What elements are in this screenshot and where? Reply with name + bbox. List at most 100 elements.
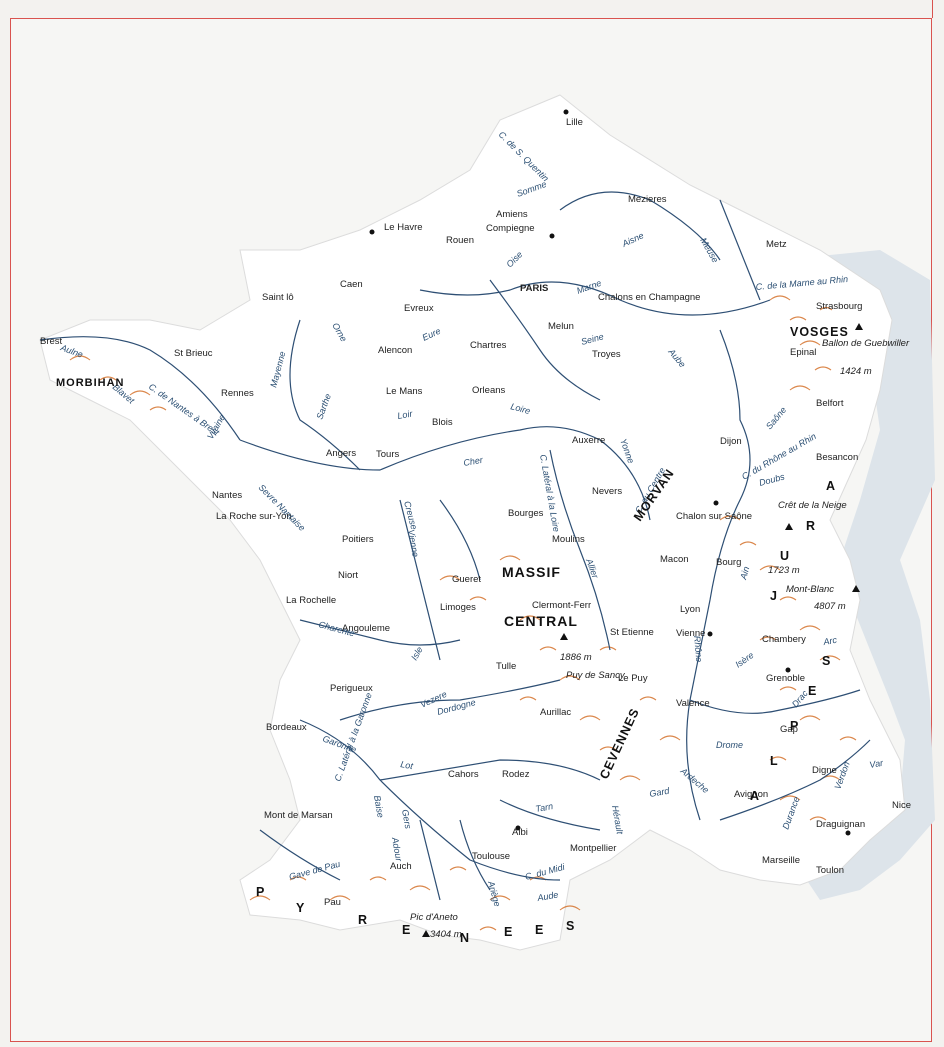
sea-area <box>780 250 935 900</box>
city-label: Saint lô <box>262 292 294 303</box>
region-label: E <box>504 925 513 939</box>
city-label: Bourges <box>508 508 544 519</box>
city-label: Le Havre <box>384 222 423 233</box>
city-label: Grenoble <box>766 673 805 684</box>
city-label: Orleans <box>472 385 506 396</box>
region-label: R <box>358 913 368 927</box>
region-label: CENTRAL <box>504 613 578 629</box>
peak-label: 1723 m <box>768 565 800 576</box>
region-label: N <box>460 931 470 945</box>
city-label: Rouen <box>446 235 474 246</box>
city-label: Epinal <box>790 347 816 358</box>
city-label: Amiens <box>496 209 528 220</box>
france-landmass <box>39 94 906 951</box>
city-label: Angers <box>326 448 356 459</box>
city-label: Toulouse <box>472 851 510 862</box>
river-label: Cher <box>463 455 485 468</box>
region-label: R <box>806 519 816 533</box>
river-label: Loir <box>397 408 415 421</box>
city-label: Gap <box>780 724 798 735</box>
city-label: Rodez <box>502 769 530 780</box>
city-label: La Roche sur-Yon <box>216 511 292 522</box>
peak-label: Ballon de Guebwiller <box>822 338 910 349</box>
region-label: P <box>256 885 265 899</box>
city-label: Tulle <box>496 661 516 672</box>
river-label: Var <box>869 758 885 770</box>
city-label: Pau <box>324 897 341 908</box>
city-label: Nantes <box>212 490 242 501</box>
city-label: Evreux <box>404 303 434 314</box>
peak-label: 3404 m <box>430 929 462 940</box>
city-label: Draguignan <box>816 819 865 830</box>
city-label: Lille <box>566 117 583 128</box>
city-label: Blois <box>432 417 453 428</box>
city-label: Caen <box>340 279 363 290</box>
river-label: Baise <box>372 795 386 819</box>
city-label: Belfort <box>816 398 844 409</box>
region-label: P <box>790 719 799 733</box>
region-label: A <box>750 789 760 803</box>
city-label: Aurillac <box>540 707 571 718</box>
frame-corner-tick <box>932 0 933 18</box>
city-label: Auxerre <box>572 435 605 446</box>
city-label: Marseille <box>762 855 800 866</box>
region-label: U <box>780 549 790 563</box>
city-label: Digne <box>812 765 837 776</box>
river-network <box>39 191 871 901</box>
city-label: Chambery <box>762 634 806 645</box>
city-label: Chalon sur Saône <box>676 511 752 522</box>
city-label: Lyon <box>680 604 700 615</box>
river-label: Adour <box>390 836 404 863</box>
city-label: Vienne <box>676 628 705 639</box>
city-label: Auch <box>390 861 412 872</box>
peak-label: Puy de Sancy <box>566 670 626 681</box>
city-label: Nevers <box>592 486 622 497</box>
peak-label: Pic d'Aneto <box>410 912 458 923</box>
city-label: St Brieuc <box>174 348 213 359</box>
region-label: L <box>770 754 779 768</box>
region-label: MORBIHAN <box>56 377 125 389</box>
region-label: MASSIF <box>502 564 561 580</box>
city-label: La Rochelle <box>286 595 336 606</box>
city-labels: Brest Lille Amiens Mezieres Le Havre Rou… <box>40 117 911 908</box>
region-label: Y <box>296 901 305 915</box>
city-label: Perigueux <box>330 683 373 694</box>
region-label: E <box>808 684 817 698</box>
region-label: S <box>566 919 575 933</box>
city-label: Alencon <box>378 345 412 356</box>
city-label: PARIS <box>520 283 548 294</box>
city-label: Avignon <box>734 789 768 800</box>
river-label: Rhône <box>692 635 704 662</box>
city-label: Troyes <box>592 349 621 360</box>
city-label: Chalons en Champagne <box>598 292 700 303</box>
city-label: Mont de Marsan <box>264 810 333 821</box>
city-label: Valence <box>676 698 710 709</box>
peak-label: 4807 m <box>814 601 846 612</box>
city-label: Brest <box>40 336 63 347</box>
region-label: A <box>826 479 836 493</box>
river-label: Gard <box>649 785 671 798</box>
region-label: S <box>822 654 831 668</box>
region-label: VOSGES <box>790 325 849 339</box>
city-label: Toulon <box>816 865 844 876</box>
city-label: Bourg <box>716 557 741 568</box>
city-label: Gueret <box>452 574 481 585</box>
city-label: Albi <box>512 827 528 838</box>
city-label: Le Mans <box>386 386 423 397</box>
peak-labels: Ballon de Guebwiller 1424 m Crêt de la N… <box>410 338 910 940</box>
city-label: Moulins <box>552 534 585 545</box>
region-label: E <box>535 923 544 937</box>
river-label: Lot <box>400 759 415 771</box>
city-label: Clermont-Ferr <box>532 600 591 611</box>
city-label: Metz <box>766 239 787 250</box>
city-label: Nice <box>892 800 911 811</box>
city-label: Compiegne <box>486 223 535 234</box>
peak-label: Crêt de la Neige <box>778 500 847 511</box>
peak-markers <box>422 323 863 937</box>
river-label: Vienne <box>406 529 421 558</box>
city-label: Mezieres <box>628 194 667 205</box>
city-markers <box>369 109 851 836</box>
city-label: Niort <box>338 570 358 581</box>
city-label: Bordeaux <box>266 722 307 733</box>
